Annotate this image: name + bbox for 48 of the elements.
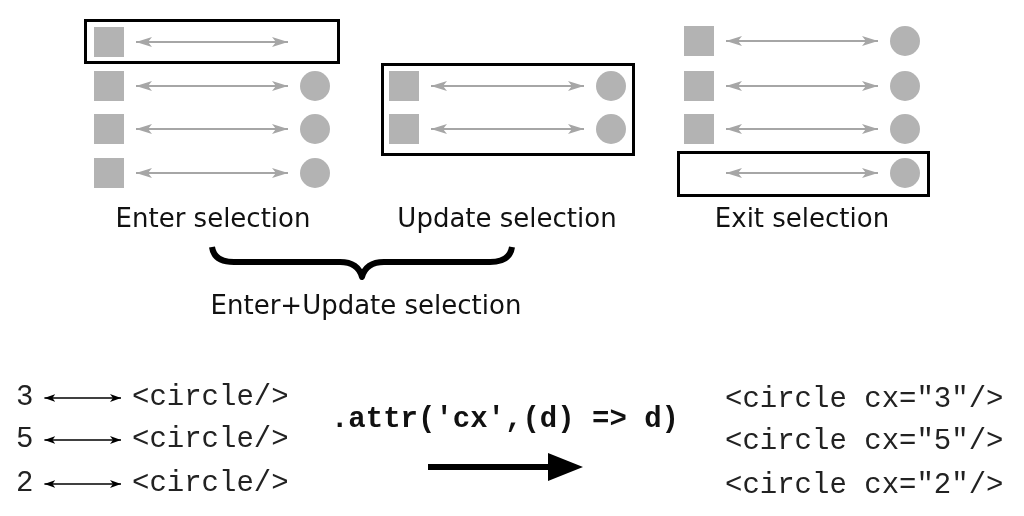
- value-text: 5: [16, 423, 34, 457]
- selection-label: Update selection: [397, 202, 617, 234]
- circle-node: [596, 71, 626, 101]
- double-arrow: [135, 124, 289, 134]
- double-arrow: [43, 394, 122, 402]
- double-arrow: [43, 436, 122, 444]
- double-arrow: [725, 81, 879, 91]
- double-arrow: [135, 81, 289, 91]
- double-arrow: [725, 124, 879, 134]
- code-text: <circle/>: [132, 381, 289, 415]
- selection-label: Enter+Update selection: [210, 289, 522, 321]
- double-arrow: [135, 37, 289, 47]
- square-node: [684, 26, 714, 56]
- circle-node: [300, 158, 330, 188]
- double-arrow: [430, 81, 585, 91]
- selection-label: Exit selection: [714, 202, 890, 234]
- code-label: .attr('cx',(d) => d): [330, 403, 680, 437]
- selection-label: Enter selection: [115, 202, 311, 234]
- circle-node: [300, 114, 330, 144]
- circle-node: [890, 158, 920, 188]
- double-arrow: [725, 36, 879, 46]
- selection-frame: [677, 151, 930, 197]
- circle-node: [890, 71, 920, 101]
- square-node: [389, 71, 419, 101]
- square-node: [94, 158, 124, 188]
- double-arrow: [43, 480, 122, 488]
- code-text: <circle cx="5"/>: [725, 425, 1004, 459]
- square-node: [389, 114, 419, 144]
- code-text: <circle/>: [132, 423, 289, 457]
- circle-node: [890, 26, 920, 56]
- selection-frame: [381, 63, 635, 156]
- square-node: [94, 114, 124, 144]
- code-text: <circle cx="2"/>: [725, 469, 1004, 503]
- double-arrow: [135, 168, 289, 178]
- square-node: [684, 71, 714, 101]
- code-text: <circle cx="3"/>: [725, 383, 1004, 417]
- double-arrow: [725, 168, 879, 178]
- square-node: [684, 114, 714, 144]
- square-node: [94, 27, 124, 57]
- square-node: [94, 71, 124, 101]
- value-text: 2: [16, 467, 34, 501]
- double-arrow: [430, 124, 585, 134]
- value-text: 3: [16, 381, 34, 415]
- code-text: <circle/>: [132, 467, 289, 501]
- circle-node: [300, 71, 330, 101]
- selection-frame: [84, 19, 340, 64]
- circle-node: [596, 114, 626, 144]
- circle-node: [890, 114, 920, 144]
